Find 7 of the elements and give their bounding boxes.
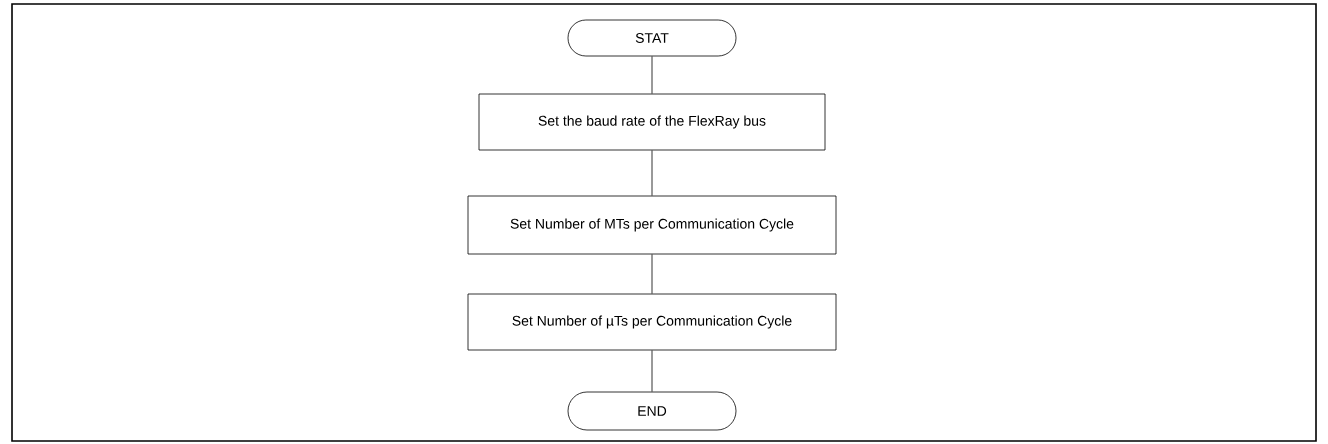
process-box: Set Number of µTs per Communication Cycle [467,293,837,351]
connector-line [651,150,653,196]
process-box: Set the baud rate of the FlexRay bus [478,93,826,151]
connector-line [651,254,653,294]
connector-line [651,350,653,392]
process-box: Set Number of MTs per Communication Cycle [467,195,837,255]
connector-line [651,56,653,94]
